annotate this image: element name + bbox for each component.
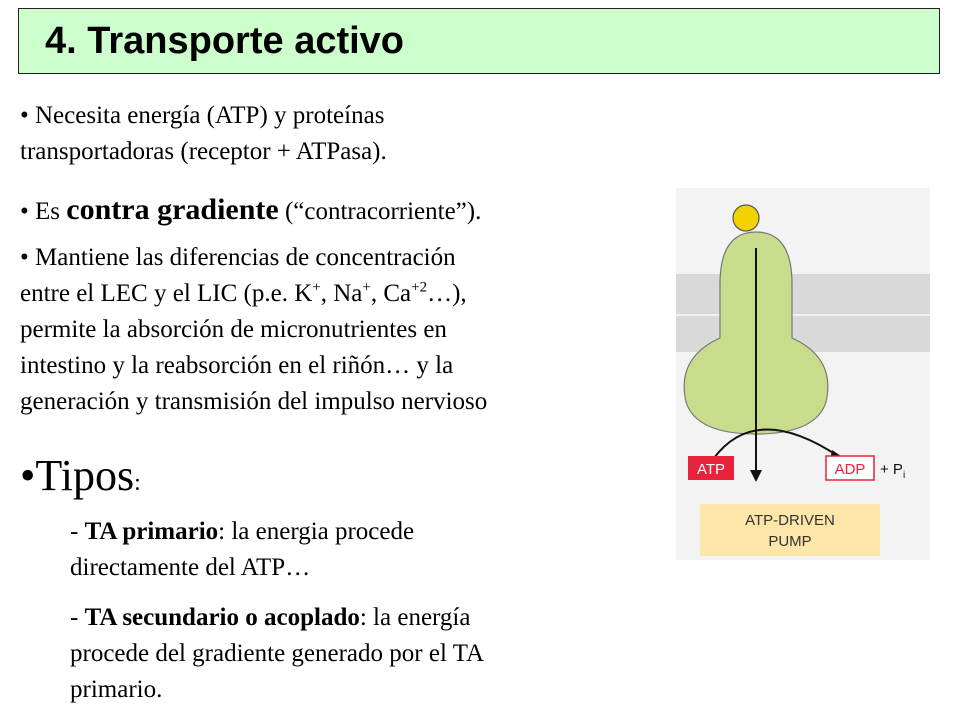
bullet-energy-line1: • Necesita energía (ATP) y proteínas (20, 102, 385, 129)
ta-primario-line2: directamente del ATP… (70, 554, 311, 581)
line2-text-b: , Na (320, 280, 363, 307)
bullet-concentration-line4: intestino y la reabsorción en el riñón… … (20, 352, 454, 379)
bullet-gradient-emphasis: contra gradiente (66, 193, 279, 226)
hydrolysis-arrow (713, 428, 839, 459)
sodium-charge: + (362, 279, 371, 296)
ta-secundario-rest: : la energía (359, 604, 471, 631)
adp-label: ADP (835, 461, 866, 478)
ta-secundario-line1: - TA secundario o acoplado: la energía (70, 600, 484, 636)
tipos-heading: •Tipos: (20, 448, 141, 511)
ta-primario-rest: : la energia procede (218, 518, 415, 545)
bullet-energy-line2: transportadoras (receptor + ATPasa). (20, 138, 387, 165)
bullet-gradient-pre: • Es (20, 198, 67, 225)
phosphate-subscript: i (903, 470, 905, 481)
atp-pump-figure: ATP ADP + Pi ATP-DRIVEN PUMP (676, 188, 930, 560)
caption-box (700, 504, 880, 556)
atp-badge (688, 456, 734, 480)
phosphate-label: + Pi (880, 461, 905, 481)
phosphate-text: + P (880, 461, 903, 478)
title-banner: 4. Transporte activo (18, 8, 940, 74)
bullet-concentration: • Mantiene las diferencias de concentrac… (20, 240, 487, 420)
bullet-concentration-line5: generación y transmisión del impulso ner… (20, 388, 488, 415)
potassium-charge: + (312, 279, 321, 296)
ta-secundario-line3: primario. (70, 676, 163, 703)
ta-secundario: - TA secundario o acoplado: la energía p… (70, 600, 484, 708)
bullet-gradient-post: (“contracorriente”). (278, 198, 482, 225)
adp-badge (825, 455, 875, 481)
ta-primario-term: TA primario (84, 518, 219, 545)
line2-text-a: entre el LEC y el LIC (p.e. K (20, 280, 313, 307)
bullet-concentration-line1: • Mantiene las diferencias de concentrac… (20, 244, 456, 271)
atp-label: ATP (697, 461, 725, 478)
line2-text-c: , Ca (370, 280, 412, 307)
bullet-concentration-line3: permite la absorción de micronutrientes … (20, 316, 447, 343)
bullet-gradient: • Es contra gradiente (“contracorriente”… (20, 192, 481, 230)
ta-primario-line1: - TA primario: la energia procede (70, 514, 414, 550)
page-title: 4. Transporte activo (45, 20, 405, 62)
membrane-outer-leaflet (676, 274, 930, 314)
ta-secundario-term: TA secundario o acoplado (84, 604, 360, 631)
calcium-charge: +2 (411, 279, 428, 296)
bullet-concentration-line2: entre el LEC y el LIC (p.e. K+, Na+, Ca+… (20, 276, 487, 312)
caption-line2: PUMP (768, 533, 811, 550)
transport-arrow-head (750, 470, 762, 482)
ta-primario: - TA primario: la energia procede direct… (70, 514, 414, 586)
ta-secundario-dash: - (70, 604, 85, 631)
bullet-energy: • Necesita energía (ATP) y proteínas tra… (20, 98, 387, 170)
ta-primario-dash: - (70, 518, 85, 545)
tipos-colon: : (134, 470, 141, 496)
tipos-label: •Tipos (20, 451, 135, 500)
atp-pump-diagram: ATP ADP + Pi ATP-DRIVEN PUMP (676, 188, 930, 560)
line2-text-d: …), (427, 280, 467, 307)
caption-line1: ATP-DRIVEN (745, 512, 835, 529)
ta-secundario-line2: procede del gradiente generado por el TA (70, 640, 485, 667)
ion-circle (732, 204, 760, 232)
